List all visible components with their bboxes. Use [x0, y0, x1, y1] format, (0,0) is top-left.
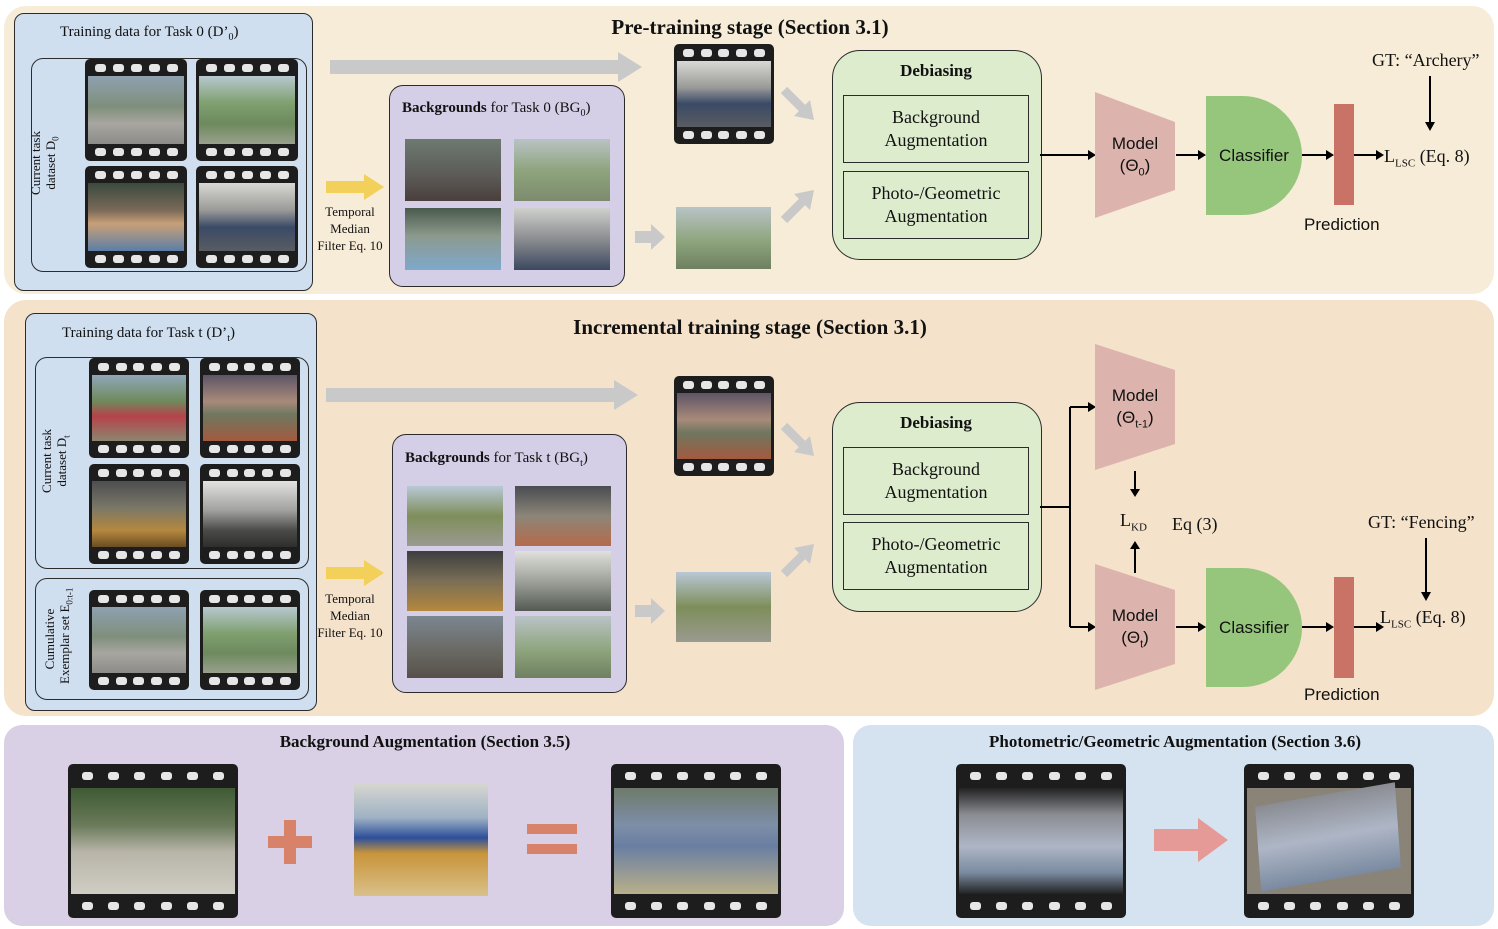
incremental-training-data-label: Training data for Task t (D’t): [62, 325, 235, 344]
incremental-lkd-label: LKD: [1120, 510, 1147, 534]
incremental-current-task-box: [35, 357, 309, 569]
clip-exemplar-hammer: [200, 590, 300, 690]
incremental-gray-arrow-top: [326, 380, 638, 410]
pretrain-gt-arrow: [1425, 76, 1435, 131]
bg-aug-result-clip: [611, 764, 781, 918]
incremental-prediction-bar: [1334, 577, 1354, 678]
clip-hammer-throw: [196, 59, 298, 161]
pretrain-prediction-label: Prediction: [1304, 215, 1380, 234]
photo-aug-source-clip: [956, 764, 1126, 918]
clip-basketball-outdoor: [89, 358, 189, 458]
pretrain-gt-label: GT: “Archery”: [1372, 50, 1480, 70]
bg-thumb: [514, 139, 610, 201]
incremental-model-label: Model (Θt): [1111, 606, 1159, 651]
incremental-model-prev-shape: [1095, 344, 1175, 470]
pretrain-gray-arrow-small: [635, 224, 665, 250]
pretrain-backgrounds-label: Backgrounds for Task 0 (BG0): [402, 100, 591, 119]
bg-thumb: [405, 208, 501, 270]
incremental-photo-aug: Photo-/Geometric Augmentation: [843, 522, 1029, 590]
incremental-debiasing-box: [832, 402, 1042, 612]
clip-archery: [85, 166, 187, 268]
incremental-yellow-arrow: [326, 560, 384, 586]
clip-basketball-indoor: [89, 464, 189, 564]
photo-aug-section-title: Photometric/Geometric Augmentation (Sect…: [988, 732, 1362, 751]
incremental-gt-label: GT: “Fencing”: [1368, 512, 1475, 532]
incremental-loss-label: LLSC (Eq. 8): [1380, 607, 1466, 631]
bg-aug-source-clip: [68, 764, 238, 918]
incremental-classifier: Classifier: [1206, 568, 1302, 687]
pretrain-loss-label: LLSC (Eq. 8): [1384, 146, 1470, 170]
clip-fencing: [200, 358, 300, 458]
bg-thumb: [407, 616, 503, 678]
bg-thumb: [515, 486, 611, 546]
pretrain-gray-arrow-top: [330, 52, 642, 82]
pretraining-title: Pre-training stage (Section 3.1): [611, 15, 889, 39]
clip-archery-indoor: [196, 166, 298, 268]
incremental-tmf-label: Temporal Median Filter Eq. 10: [317, 591, 383, 640]
clip-exemplar-horse: [89, 590, 189, 690]
pretrain-bg-aug: Background Augmentation: [843, 95, 1029, 163]
pretrain-diag-arrows: [780, 86, 814, 224]
incremental-exemplar-label: Cumulative Exemplar set E0:t-1: [42, 587, 75, 684]
pretrain-prediction-bar: [1334, 104, 1354, 205]
pretrain-model-shape: [1095, 92, 1175, 218]
pretrain-model-label: Model (Θ0): [1111, 134, 1159, 179]
plus-icon: [268, 820, 312, 864]
incremental-model-shape: [1095, 564, 1175, 690]
pretrain-blurred-background: [676, 207, 771, 269]
incremental-model-prev-label: Model (Θt-1): [1111, 386, 1159, 431]
incremental-eq3-label: Eq (3): [1172, 514, 1218, 534]
clip-horse-riding: [85, 59, 187, 161]
incremental-gt-arrow: [1421, 538, 1431, 601]
incremental-bg-aug: Background Augmentation: [843, 447, 1029, 515]
pretrain-classifier: Classifier: [1206, 96, 1302, 215]
bg-thumb: [515, 616, 611, 678]
pretrain-photo-aug: Photo-/Geometric Augmentation: [843, 171, 1029, 239]
pretrain-flow-arrows: [1040, 150, 1384, 160]
pretrain-current-task-box: [31, 58, 307, 272]
incremental-gray-arrow-small: [635, 598, 665, 624]
bg-aug-section-title: Background Augmentation (Section 3.5): [279, 732, 571, 751]
pretrain-debiasing-title: Debiasing: [900, 61, 972, 80]
clip-fencing-hall: [200, 464, 300, 564]
incremental-original-clip: [674, 376, 774, 476]
photo-aug-result-clip: [1244, 764, 1414, 918]
bg-aug-background-image: [354, 784, 488, 896]
pretrain-yellow-arrow: [326, 174, 384, 200]
pretrain-debiasing-box: [832, 50, 1042, 260]
bg-thumb: [407, 486, 503, 546]
bg-thumb: [407, 551, 503, 611]
equals-icon: [527, 824, 577, 854]
incremental-flow-arrows: [1040, 402, 1384, 632]
bg-thumb: [514, 208, 610, 270]
pretrain-current-task-label: Current task dataset D0: [28, 131, 61, 195]
pretrain-training-data-label: Training data for Task 0 (D’0): [60, 24, 239, 43]
pretrain-tmf-label: Temporal Median Filter Eq. 10: [317, 204, 383, 253]
incremental-title: Incremental training stage (Section 3.1): [573, 315, 927, 339]
incremental-exemplar-box: [35, 578, 309, 700]
bg-thumb: [515, 551, 611, 611]
incremental-current-task-label: Current task dataset Dt: [39, 429, 72, 493]
incremental-blurred-background: [676, 572, 771, 642]
pink-arrow-icon: [1154, 818, 1228, 862]
incremental-debiasing-title: Debiasing: [900, 413, 972, 432]
pretrain-original-clip: [674, 44, 774, 144]
incremental-diag-arrows: [780, 422, 814, 578]
incremental-prediction-label: Prediction: [1304, 685, 1380, 704]
incremental-backgrounds-label: Backgrounds for Task t (BGt): [405, 450, 588, 469]
bg-thumb: [405, 139, 501, 201]
